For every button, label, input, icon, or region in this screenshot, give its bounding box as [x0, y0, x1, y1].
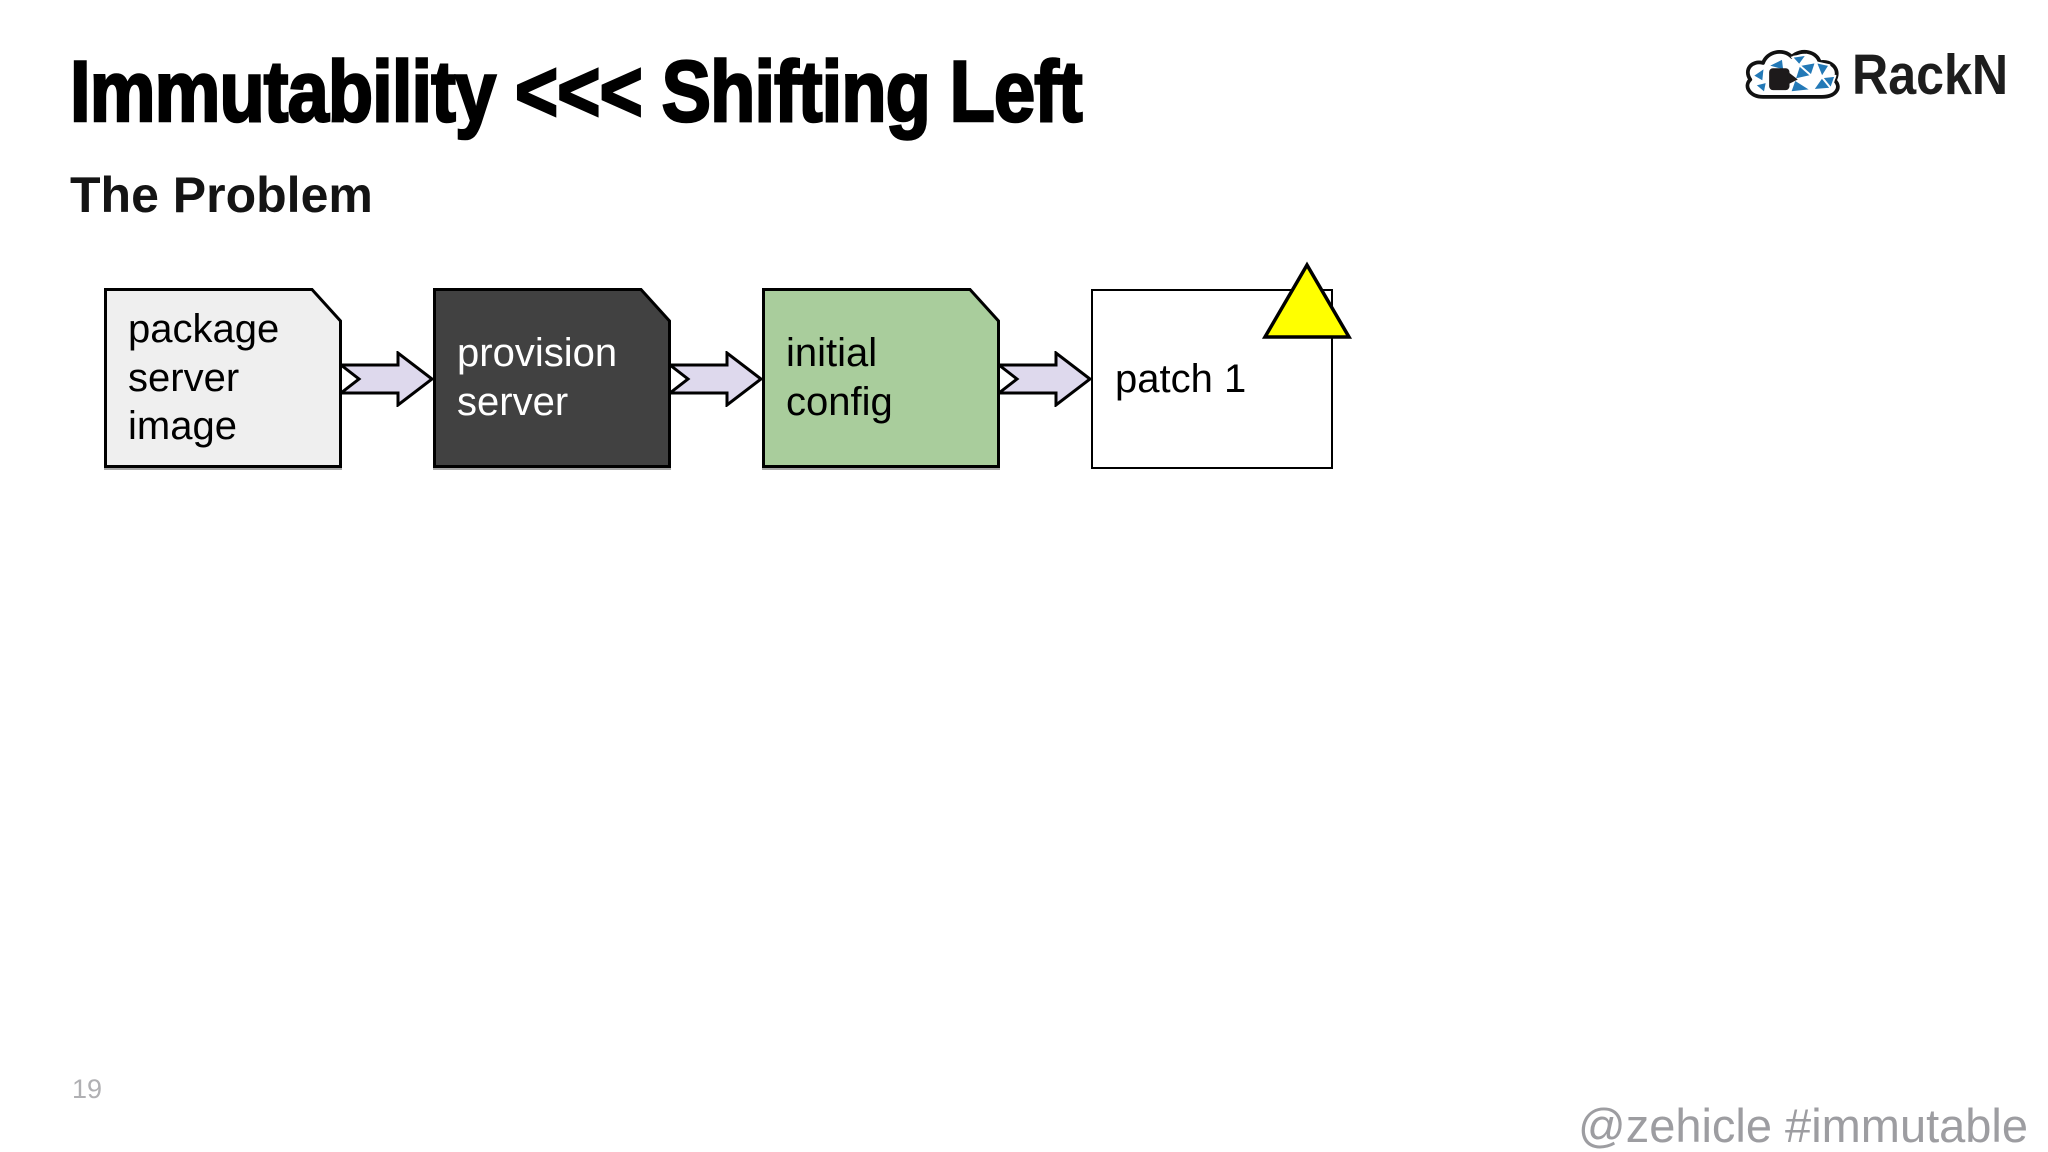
flow-node-initial-config: initial config — [762, 288, 1000, 468]
rackn-logo-text: RackN — [1852, 43, 2009, 107]
flow-node-label: provision server — [457, 331, 618, 424]
flow-node-provision-server: provision server — [433, 288, 671, 468]
flow-node-label: package server image — [128, 306, 280, 449]
page-number: 19 — [72, 1074, 103, 1104]
page-title: Immutability <<< Shifting Left — [69, 43, 1084, 142]
flow-arrow-right-icon — [669, 351, 763, 407]
rackn-cloud-icon — [1745, 49, 1840, 99]
flow-arrow-right-icon — [340, 351, 434, 407]
flow-node-label: patch 1 — [1115, 356, 1247, 401]
footer-handle: @zehicle #immutable — [1577, 1099, 2028, 1152]
flow-arrow-right-icon — [998, 351, 1092, 407]
slide-subtitle: The Problem — [70, 167, 373, 223]
rackn-logo: RackN — [1742, 42, 2029, 108]
warning-triangle-icon — [1261, 261, 1353, 339]
flow-node-label: initial config — [786, 331, 893, 424]
flow-node-package-server-image: package server image — [104, 288, 342, 468]
